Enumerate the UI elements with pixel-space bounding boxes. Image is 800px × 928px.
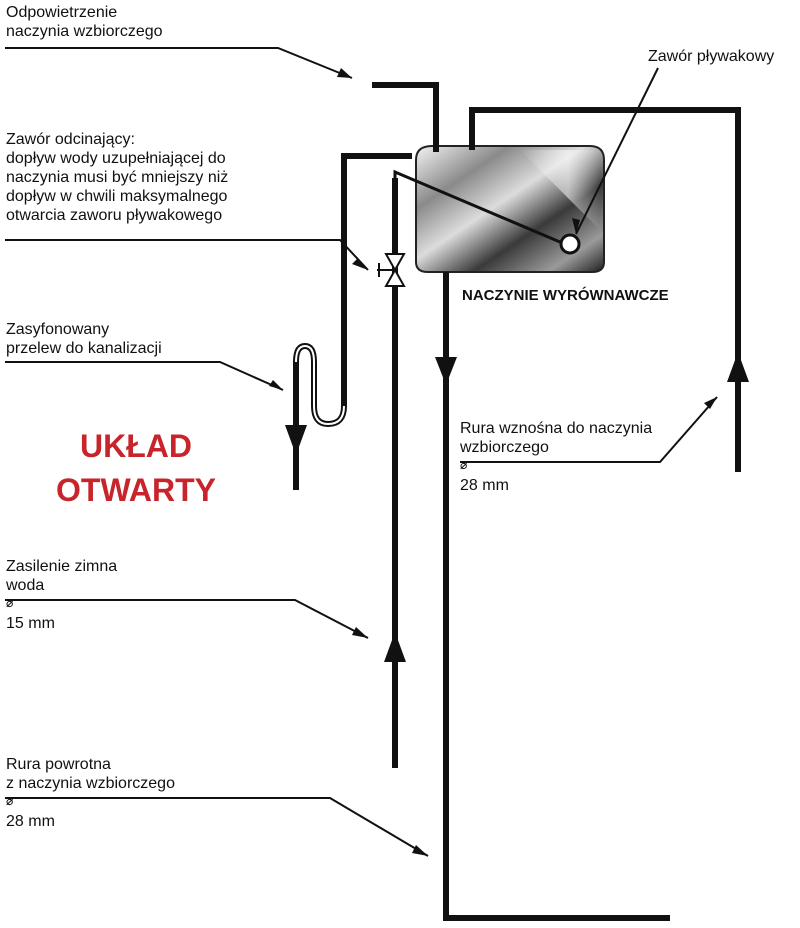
- label-float-valve: Zawór pływakowy: [648, 47, 774, 66]
- label-shutoff-line1: Zawór odcinający:: [6, 131, 135, 148]
- system-title: UKŁAD OTWARTY: [56, 424, 216, 512]
- vessel-name: NACZYNIE WYRÓWNAWCZE: [462, 287, 669, 304]
- label-return-value: 28 mm: [6, 813, 55, 830]
- label-vent-line2: naczynia wzbiorczego: [6, 23, 163, 40]
- label-riser-line1: Rura wznośna do naczynia: [460, 420, 653, 437]
- label-cold-supply: Zasilenie zimna woda ⌀ 15 mm: [6, 557, 117, 633]
- label-riser-prefix: wzbiorczego: [460, 439, 549, 456]
- leader-cold-supply: [5, 599, 369, 639]
- return-pipe: [443, 272, 670, 921]
- float-ball-icon: [559, 233, 581, 255]
- riser-pipe: [469, 107, 741, 472]
- label-overflow: Zasyfonowany przelew do kanalizacji: [6, 320, 162, 358]
- label-shutoff-valve: Zawór odcinający: dopływ wody uzupełniaj…: [6, 130, 228, 225]
- vent-pipe: [372, 82, 439, 152]
- siphon-inner-line: [295, 344, 345, 426]
- system-title-line1: UKŁAD: [80, 428, 192, 464]
- supply-flow-arrow: [384, 632, 406, 662]
- label-return-line2: z naczynia wzbiorczego ⌀ 28 mm: [6, 774, 175, 831]
- expansion-vessel: [415, 145, 605, 273]
- label-riser-value: 28 mm: [460, 477, 509, 494]
- return-flow-arrow: [435, 357, 457, 385]
- label-float-valve-text: Zawór pływakowy: [648, 48, 775, 65]
- label-overflow-line2: przelew do kanalizacji: [6, 340, 162, 357]
- leader-lines: [5, 47, 718, 857]
- label-return-pipe: Rura powrotna z naczynia wzbiorczego ⌀ 2…: [6, 755, 175, 831]
- label-cold-supply-line1: Zasilenie zimna: [6, 558, 118, 575]
- vessel-highlight: [520, 150, 600, 230]
- leader-float-valve: [575, 67, 659, 235]
- label-return-line1: Rura powrotna: [6, 756, 111, 773]
- leader-shutoff-valve: [5, 239, 369, 271]
- label-vent: Odpowietrzenie naczynia wzbiorczego: [6, 3, 163, 41]
- label-overflow-line1: Zasyfonowany: [6, 321, 110, 338]
- label-shutoff-line3: naczynia musi być mniejszy niż: [6, 169, 229, 186]
- label-shutoff-line4: dopływ w chwili maksymalnego: [6, 188, 228, 205]
- system-title-line2: OTWARTY: [56, 472, 216, 508]
- float-valve-lever: [393, 169, 561, 244]
- diameter-icon: ⌀: [6, 596, 14, 610]
- shutoff-valve-icon: [377, 253, 406, 287]
- label-cold-supply-value: 15 mm: [6, 615, 55, 632]
- diameter-icon: ⌀: [6, 794, 14, 808]
- label-riser-line2: wzbiorczego ⌀ 28 mm: [460, 438, 652, 495]
- leader-riser: [460, 396, 718, 463]
- leader-overflow: [5, 361, 284, 391]
- label-riser: Rura wznośna do naczynia wzbiorczego ⌀ 2…: [460, 419, 652, 495]
- label-shutoff-line2: dopływ wody uzupełniającej do: [6, 150, 226, 167]
- leader-return-pipe: [5, 797, 429, 857]
- label-return-prefix: z naczynia wzbiorczego: [6, 775, 175, 792]
- leader-arrowheads: [269, 68, 717, 856]
- label-vent-line1: Odpowietrzenie: [6, 4, 118, 21]
- overflow-flow-arrow: [285, 425, 307, 455]
- label-cold-supply-line2: woda ⌀ 15 mm: [6, 576, 117, 633]
- leader-vent: [5, 47, 353, 79]
- riser-flow-arrow: [727, 352, 749, 382]
- label-cold-supply-prefix: woda: [6, 577, 45, 594]
- diameter-icon: ⌀: [460, 458, 468, 472]
- label-shutoff-line5: otwarcia zaworu pływakowego: [6, 207, 223, 224]
